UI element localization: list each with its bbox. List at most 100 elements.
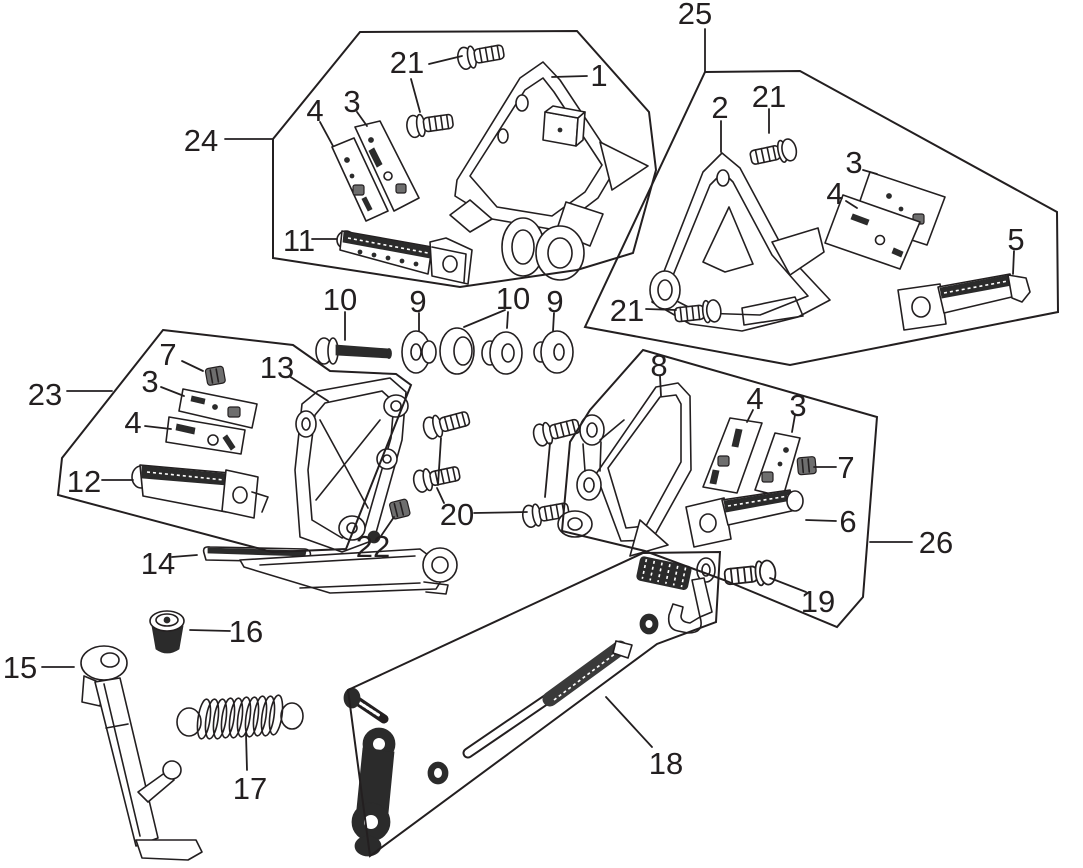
callout-3[interactable]: 3 (789, 388, 807, 433)
callout-9[interactable]: 9 (409, 284, 427, 332)
callout-number[interactable]: 9 (546, 284, 563, 319)
callout-22[interactable]: 22 (356, 516, 395, 564)
part-20-screw (530, 414, 583, 449)
part-20-screw (420, 406, 473, 442)
callout-number[interactable]: 3 (141, 364, 158, 399)
callout-number[interactable]: 12 (67, 464, 101, 499)
part-9-bushing (401, 330, 437, 374)
callout-3[interactable]: 3 (141, 364, 185, 399)
callout-11[interactable]: 11 (283, 223, 338, 258)
callout-3[interactable]: 3 (343, 84, 368, 127)
callout-15[interactable]: 15 (3, 650, 75, 685)
callout-19[interactable]: 19 (769, 577, 835, 619)
callout-leader-line (473, 511, 528, 514)
callout-number[interactable]: 13 (260, 350, 294, 385)
callout-16[interactable]: 16 (189, 614, 263, 649)
callout-8[interactable]: 8 (650, 348, 668, 397)
callout-number[interactable]: 10 (323, 282, 357, 317)
callout-leader-line (506, 311, 509, 329)
callout-21[interactable]: 21 (390, 45, 463, 113)
callout-number[interactable]: 9 (409, 284, 426, 319)
callout-number[interactable]: 3 (343, 84, 360, 119)
callout-10[interactable]: 10 (323, 282, 357, 341)
callout-number[interactable]: 18 (649, 746, 683, 781)
callout-number[interactable]: 21 (610, 293, 644, 328)
callout-number[interactable]: 15 (3, 650, 37, 685)
callout-number[interactable]: 4 (826, 176, 843, 211)
callout-number[interactable]: 21 (752, 79, 786, 114)
callout-number[interactable]: 4 (746, 381, 763, 416)
callout-1[interactable]: 1 (551, 58, 608, 93)
callout-leader-line (171, 554, 198, 558)
callout-26[interactable]: 26 (869, 525, 953, 560)
callout-number[interactable]: 7 (837, 450, 854, 485)
callout-number[interactable]: 25 (678, 0, 712, 31)
callout-6[interactable]: 6 (805, 504, 857, 539)
callout-7[interactable]: 7 (159, 337, 204, 372)
callout-number[interactable]: 3 (789, 388, 806, 423)
callout-leader-line (544, 442, 551, 498)
callout-3[interactable]: 3 (845, 145, 878, 180)
callout-number[interactable]: 5 (1007, 222, 1024, 257)
part-13-footrest-hanger (294, 377, 409, 553)
callout-number[interactable]: 19 (801, 584, 835, 619)
callout-number[interactable]: 7 (159, 337, 176, 372)
group-outlines-layer (56, 29, 1060, 858)
callout-number[interactable]: 6 (839, 504, 856, 539)
callout-12[interactable]: 12 (67, 464, 134, 499)
part-10-washer (481, 331, 523, 375)
callout-2[interactable]: 2 (711, 90, 729, 153)
callout-number[interactable]: 16 (229, 614, 263, 649)
callout-number[interactable]: 2 (711, 90, 728, 125)
callout-number[interactable]: 21 (390, 45, 424, 80)
callout-number[interactable]: 3 (845, 145, 862, 180)
callout-9[interactable]: 9 (546, 284, 564, 332)
part-12-footpeg (131, 464, 269, 519)
callout-5[interactable]: 5 (1007, 222, 1025, 275)
callout-4[interactable]: 4 (306, 93, 334, 147)
callout-number[interactable]: 17 (233, 771, 267, 806)
callout-4[interactable]: 4 (826, 176, 858, 211)
part-7-clip (796, 455, 818, 476)
callout-leader-line (769, 577, 807, 593)
callout-number[interactable]: 23 (28, 377, 62, 412)
callout-number[interactable]: 1 (590, 58, 607, 93)
callout-number[interactable]: 8 (650, 348, 667, 383)
part-6-footpeg (685, 489, 804, 548)
callout-number[interactable]: 4 (306, 93, 323, 128)
callout-number[interactable]: 20 (440, 497, 474, 532)
part-16-rubber-stop (149, 610, 185, 654)
callout-17[interactable]: 17 (233, 733, 267, 806)
callout-21[interactable]: 21 (752, 79, 786, 134)
callout-24[interactable]: 24 (184, 123, 273, 158)
group-25-outline (583, 69, 1060, 367)
callout-13[interactable]: 13 (260, 350, 329, 402)
callout-7[interactable]: 7 (813, 450, 855, 485)
part-15-side-stand (80, 645, 203, 861)
callout-10[interactable]: 10 (463, 281, 530, 329)
callout-25[interactable]: 25 (678, 0, 712, 72)
part-3-hardware-kit-box (178, 388, 258, 429)
part-18-shift-rod (427, 613, 659, 785)
callout-14[interactable]: 14 (141, 546, 198, 581)
callout-number[interactable]: 4 (124, 405, 141, 440)
group-24-outline (272, 29, 658, 289)
callout-number[interactable]: 24 (184, 123, 218, 158)
callout-21[interactable]: 21 (610, 293, 677, 328)
callout-4[interactable]: 4 (746, 381, 764, 423)
part-4-hardware-kit-box (165, 416, 246, 455)
part-10-pivot-bolt (315, 337, 392, 365)
part-1-footrest-bracket-right (449, 61, 649, 281)
callout-20[interactable]: 20 (436, 437, 551, 532)
callout-number[interactable]: 14 (141, 546, 175, 581)
part-21-screw (404, 109, 455, 140)
callout-18[interactable]: 18 (605, 696, 683, 781)
callout-number[interactable]: 10 (496, 281, 530, 316)
callout-23[interactable]: 23 (28, 377, 113, 412)
callout-number[interactable]: 22 (356, 529, 390, 564)
callout-number[interactable]: 26 (919, 525, 953, 560)
callout-leader-line (288, 375, 329, 402)
callout-number[interactable]: 11 (283, 223, 315, 258)
callout-4[interactable]: 4 (124, 405, 172, 440)
